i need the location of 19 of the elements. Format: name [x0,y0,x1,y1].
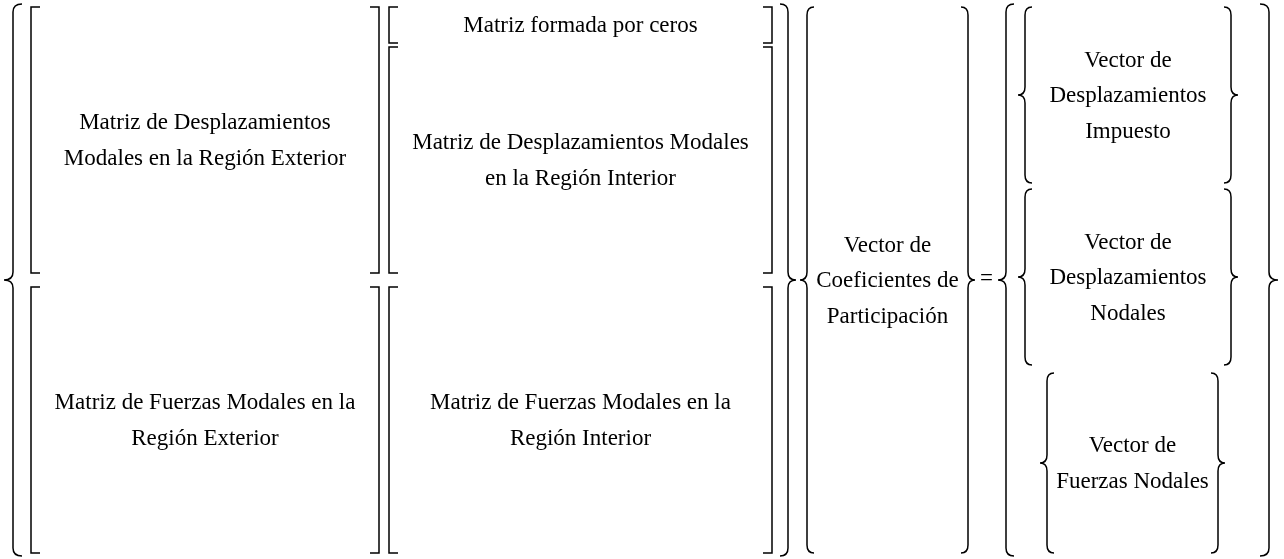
vector-block [1018,6,1238,184]
equals-sign: = [980,265,993,291]
matrix-block [388,286,773,554]
vector-block [1018,188,1238,366]
vector-text: Vector de Coeficientes de Participación [815,230,960,330]
vector-text: Vector de Desplazamientos Nodales [1048,227,1208,327]
vector-text: Vector de Desplazamientos Impuesto [1048,45,1208,145]
vector-block [800,6,975,554]
vector-text: Vector de Fuerzas Nodales [1055,431,1210,495]
matrix-block [388,46,773,274]
matrix-text: Matriz de Desplazamientos Modales en la Región Interior [411,128,750,192]
matrix-block [30,286,380,554]
vector-block [1040,372,1225,554]
matrix-text: Matriz de Fuerzas Modales en la Región Exterior [53,388,357,452]
matrix-text: Matriz formada por ceros [463,11,698,40]
matrix-block [388,6,773,44]
matrix-block [30,6,380,274]
matrix-text: Matriz de Fuerzas Modales en la Región Interior [429,388,732,452]
matrix-text: Matriz de Desplazamientos Modales en la Región Exterior [62,108,348,172]
